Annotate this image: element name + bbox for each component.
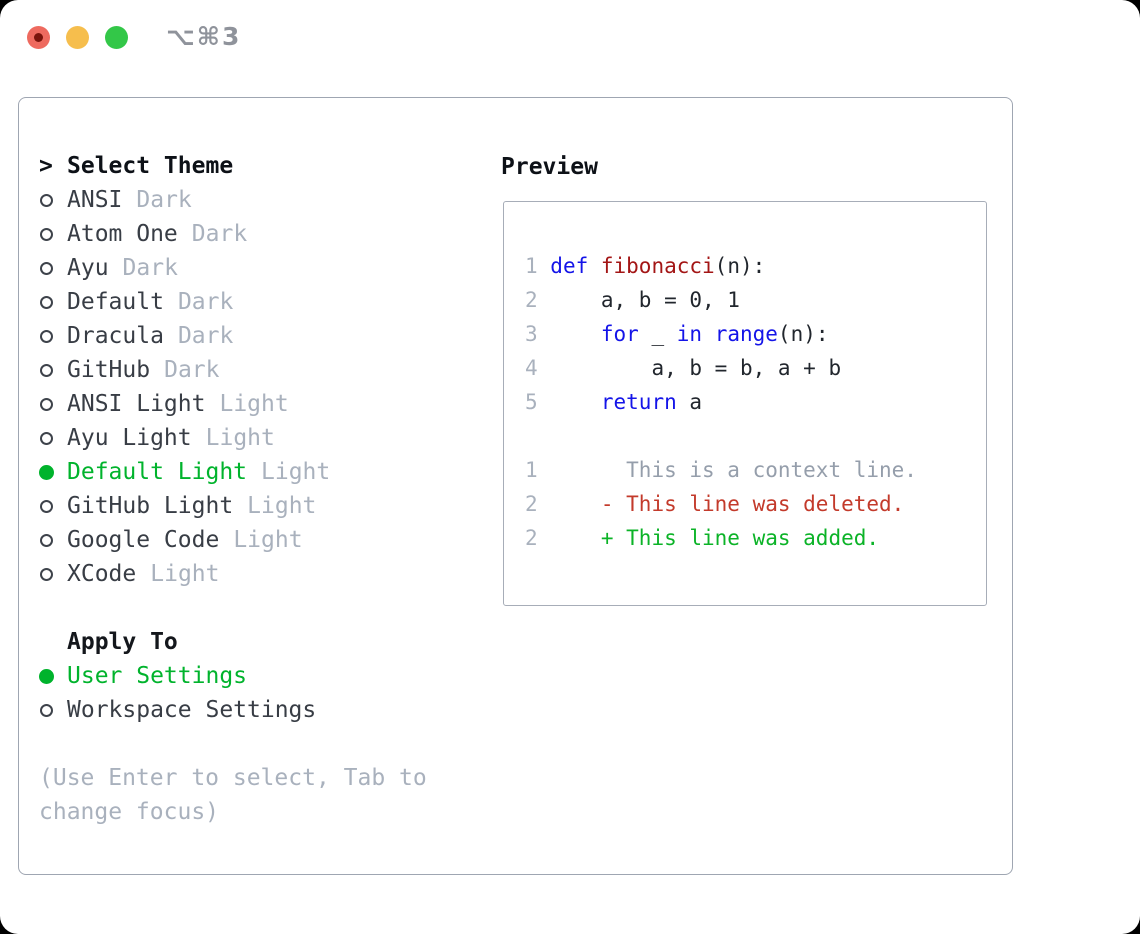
code-line: 1 This is a context line. [525, 458, 917, 482]
radio-icon [40, 533, 53, 547]
theme-variant: Light [150, 561, 220, 587]
theme-name: Default Light [67, 459, 248, 485]
radio-icon [40, 567, 53, 581]
apply-option-workspace-settings[interactable]: Workspace Settings [39, 693, 427, 727]
theme-name: ANSI [67, 187, 123, 213]
radio-icon [40, 329, 53, 343]
maximize-window-icon[interactable] [105, 26, 128, 49]
code-line: 1 def fibonacci(n): [525, 254, 766, 278]
theme-variant: Dark [122, 255, 178, 281]
preview-title: Preview [501, 154, 598, 180]
theme-name: GitHub [67, 357, 151, 383]
theme-variant: Dark [177, 289, 234, 315]
theme-option-ansi-light[interactable]: ANSI Light Light [39, 387, 427, 421]
theme-name: ANSI Light [67, 391, 206, 417]
theme-variant: Light [261, 459, 331, 485]
code-line: 3 for _ in range(n): [525, 322, 829, 346]
apply-to-header-row: Apply To [39, 625, 427, 659]
apply-to-title: Apply To [67, 629, 178, 655]
code-line: 5 return a [525, 390, 703, 414]
help-text-line-2: change focus) [39, 799, 220, 825]
theme-option-google-code[interactable]: Google Code Light [39, 523, 427, 557]
help-text-line-1: (Use Enter to select, Tab to [39, 765, 427, 791]
radio-icon [40, 499, 53, 513]
code-line [525, 419, 986, 453]
theme-option-ayu[interactable]: Ayu Dark [39, 251, 427, 285]
theme-variant: Light [205, 425, 275, 451]
theme-option-ayu-light[interactable]: Ayu Light Light [39, 421, 427, 455]
radio-icon [40, 397, 53, 411]
window-shortcut-label: ⌥⌘3 [166, 22, 242, 51]
theme-variant: Light [247, 493, 317, 519]
theme-option-default-light[interactable]: Default Light Light [39, 455, 427, 489]
theme-name: Dracula [67, 323, 164, 349]
theme-list-header-row: > Select Theme [39, 149, 427, 183]
theme-name: Ayu [67, 255, 109, 281]
radio-icon [40, 363, 53, 377]
theme-name: GitHub Light [67, 493, 234, 519]
radio-icon [40, 193, 53, 207]
apply-option-user-settings[interactable]: User Settings [39, 659, 427, 693]
radio-selected-icon [39, 668, 54, 684]
minimize-window-icon[interactable] [66, 26, 89, 49]
close-window-icon[interactable] [27, 26, 50, 49]
theme-variant: Dark [177, 323, 234, 349]
theme-option-dracula[interactable]: Dracula Dark [39, 319, 427, 353]
code-line: 2 - This line was deleted. [525, 492, 905, 516]
code-line: 2 a, b = 0, 1 [525, 288, 740, 312]
cursor-icon: > [39, 153, 53, 179]
radio-icon [40, 431, 53, 445]
theme-option-default[interactable]: Default Dark [39, 285, 427, 319]
spacer [39, 591, 427, 625]
theme-option-xcode[interactable]: XCode Light [39, 557, 427, 591]
theme-option-github-light[interactable]: GitHub Light Light [39, 489, 427, 523]
spacer [39, 727, 427, 761]
theme-name: Default [67, 289, 164, 315]
theme-variant: Light [219, 391, 289, 417]
code-line: 2 + This line was added. [525, 526, 880, 550]
theme-variant: Dark [164, 357, 220, 383]
radio-icon [40, 227, 53, 241]
theme-variant: Dark [136, 187, 192, 213]
theme-name: Google Code [67, 527, 220, 553]
theme-option-atom-one[interactable]: Atom One Dark [39, 217, 427, 251]
code-preview-pane: 1 def fibonacci(n): 2 a, b = 0, 1 3 for _ … [503, 201, 987, 606]
code-line: 4 a, b = b, a + b [525, 356, 842, 380]
title-bar: ⌥⌘3 [0, 0, 1140, 76]
radio-selected-icon [39, 464, 54, 480]
theme-name: Atom One [67, 221, 178, 247]
theme-variant: Light [233, 527, 303, 553]
theme-list-title: Select Theme [67, 153, 234, 179]
apply-target-name: Workspace Settings [67, 697, 317, 723]
apply-target-name: User Settings [67, 663, 248, 689]
theme-name: XCode [67, 561, 137, 587]
radio-icon [40, 703, 53, 717]
theme-variant: Dark [191, 221, 248, 247]
theme-option-github[interactable]: GitHub Dark [39, 353, 427, 387]
radio-icon [40, 295, 53, 309]
theme-option-ansi[interactable]: ANSI Dark [39, 183, 427, 217]
theme-name: Ayu Light [67, 425, 192, 451]
radio-icon [40, 261, 53, 275]
